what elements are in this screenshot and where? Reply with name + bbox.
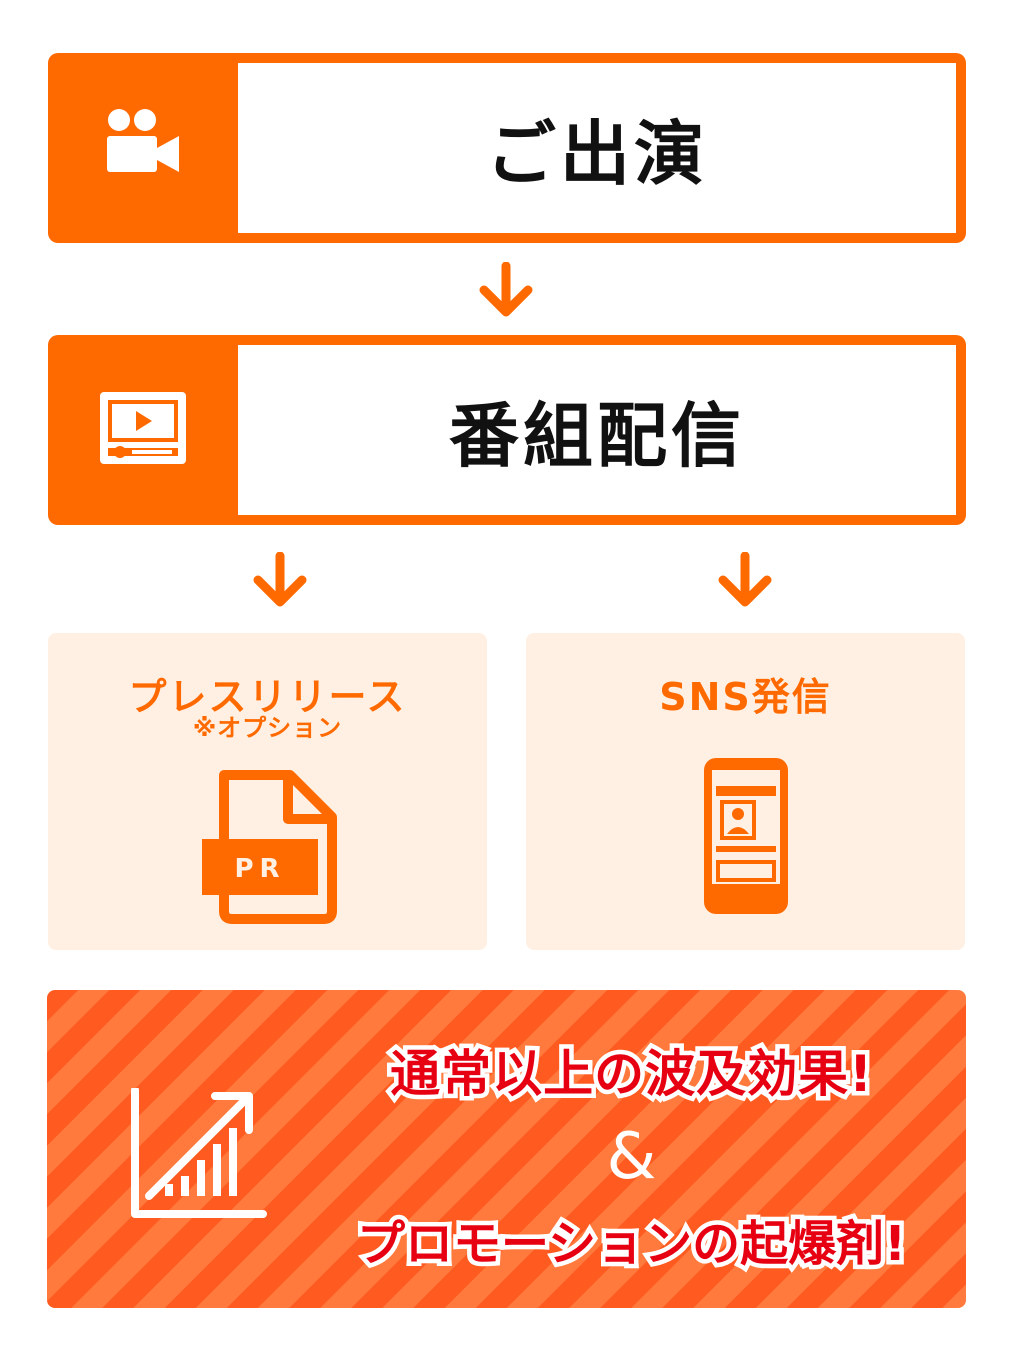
smartphone-profile-icon xyxy=(704,758,788,914)
step-label-appearance: ご出演 xyxy=(486,112,708,195)
arrow-down-icon xyxy=(718,552,772,607)
step-label-area: ご出演 xyxy=(238,63,956,233)
step-icon-area xyxy=(48,53,238,243)
result-banner: 通常以上の波及効果! & プロモーションの起爆剤! xyxy=(47,990,966,1308)
pr-document-icon: PR xyxy=(202,770,337,924)
card-title-sns: SNS発信 xyxy=(659,675,832,719)
video-player-icon xyxy=(98,390,188,470)
arrow-down-icon xyxy=(253,552,307,607)
banner-headline-ripple-effect: 通常以上の波及効果! xyxy=(386,1041,877,1108)
banner-ampersand: & xyxy=(606,1120,657,1194)
step-label-area: 番組配信 xyxy=(238,345,956,515)
step-box-broadcast: 番組配信 xyxy=(48,335,966,525)
step-icon-area xyxy=(48,335,238,525)
growth-chart-icon xyxy=(131,1088,267,1218)
card-note-option: ※オプション xyxy=(192,714,343,742)
step-label-broadcast: 番組配信 xyxy=(449,394,745,477)
step-box-appearance: ご出演 xyxy=(48,53,966,243)
card-sns: SNS発信 xyxy=(526,633,965,950)
pr-icon-text: PR xyxy=(234,854,285,884)
arrow-down-icon xyxy=(479,262,533,317)
video-camera-icon xyxy=(103,106,183,190)
card-press-release: プレスリリース ※オプション PR xyxy=(48,633,487,950)
card-title-press-release: プレスリリース xyxy=(128,675,407,719)
banner-headline-promotion: プロモーションの起爆剤! xyxy=(353,1212,911,1277)
